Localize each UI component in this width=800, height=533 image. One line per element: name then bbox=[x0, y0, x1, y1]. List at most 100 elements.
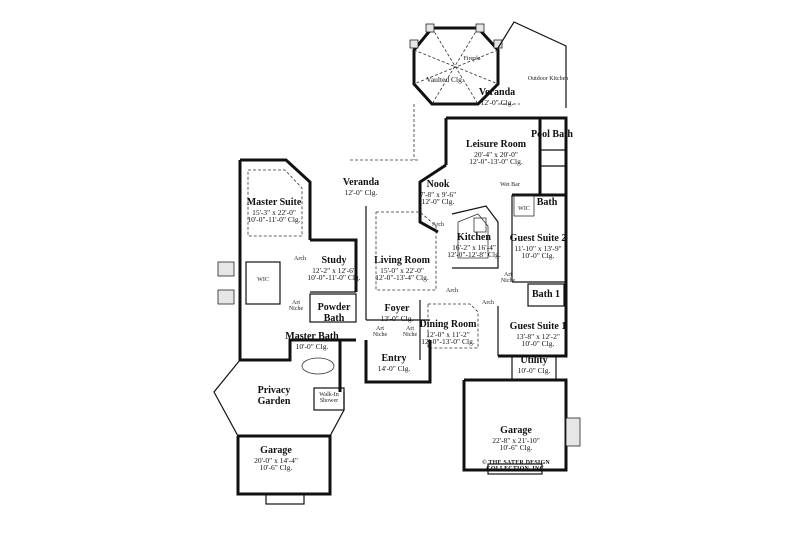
room-privacy-garden: Privacy Garden bbox=[249, 385, 299, 407]
room-dims: 15'-0" x 22'-0" bbox=[380, 265, 424, 275]
room-dims: 10'-0" Clg. bbox=[517, 365, 551, 375]
room-name: Guest Suite 2 bbox=[509, 233, 567, 244]
note-arch-study: Arch bbox=[294, 256, 306, 262]
room-name: Firepla bbox=[463, 56, 481, 62]
room-dims: 12'-2" x 12'-6" bbox=[312, 265, 356, 275]
veranda-top-outline bbox=[497, 21, 567, 108]
garage-small-outline bbox=[236, 434, 332, 505]
room-name: Nook bbox=[426, 179, 450, 190]
room-name: Bath 1 bbox=[531, 289, 561, 300]
note-text: Arch bbox=[432, 222, 444, 228]
room-clg: 12'-0"-13'-0" Clg. bbox=[469, 157, 523, 167]
note-text: Arch bbox=[294, 256, 306, 262]
room-clg: 10'-0" Clg. bbox=[521, 251, 555, 261]
note-text: Arch bbox=[482, 300, 494, 306]
room-kitchen: Kitchen 16'-2" x 16'-4" 12'-0"-12'-8" Cl… bbox=[447, 232, 501, 260]
room-name: Entry bbox=[381, 353, 407, 364]
room-name: WIC bbox=[518, 206, 530, 212]
room-name: Bath bbox=[536, 197, 558, 208]
room-wet-bar: Wet Bar bbox=[500, 182, 520, 188]
room-name: Privacy Garden bbox=[257, 385, 291, 407]
note-walk-in-shower: Walk-In Shower bbox=[314, 392, 344, 405]
room-bath-top: Bath bbox=[536, 197, 558, 209]
room-wic: WIC bbox=[257, 277, 269, 283]
credit-line-2: COLLECTION, INC. bbox=[486, 466, 546, 473]
note-text: Arch bbox=[446, 288, 458, 294]
room-leisure: Leisure Room 20'-4" x 20'-0" 12'-0"-13'-… bbox=[465, 139, 527, 167]
room-wic-2: WIC bbox=[518, 206, 530, 212]
room-utility: Utility 10'-0" Clg. bbox=[517, 355, 551, 375]
room-guest-suite-1: Guest Suite 1 13'-8" x 12'-2" 10'-0" Clg… bbox=[509, 321, 567, 348]
room-vaulted: Vaulted Clg. bbox=[426, 76, 464, 84]
room-fireplace: Firepla bbox=[464, 56, 481, 62]
note-niche-2: Art Niche bbox=[401, 326, 419, 339]
room-entry: Entry 14'-0" Clg. bbox=[377, 353, 411, 373]
note-text: Art Niche bbox=[402, 326, 418, 339]
garage-main-outline bbox=[462, 378, 581, 475]
room-foyer: Foyer 13'-0" Clg. bbox=[380, 303, 414, 323]
room-dims: 11'-10" x 13'-9" bbox=[514, 243, 562, 253]
room-dims: 15'-3" x 22'-0" bbox=[252, 207, 296, 217]
room-name: Guest Suite 1 bbox=[509, 321, 567, 332]
room-dims: 14'-0" Clg. bbox=[377, 363, 411, 373]
room-clg: 12'-0"-12'-8" Clg. bbox=[447, 250, 501, 260]
room-name: Living Room bbox=[374, 255, 430, 266]
room-name: Wet Bar bbox=[500, 182, 520, 188]
room-powder-bath: Powder Bath bbox=[312, 302, 356, 324]
note-text: Art Niche bbox=[288, 300, 304, 313]
room-clg: 10'-6" Clg. bbox=[259, 463, 293, 473]
room-name: Veranda bbox=[342, 177, 380, 188]
note-arch-kitchen: Arch bbox=[446, 288, 458, 294]
room-name: Dining Room bbox=[419, 319, 477, 330]
room-name: Master Bath bbox=[285, 331, 339, 342]
room-study: Study 12'-2" x 12'-6" 10'-0"-11'-0" Clg. bbox=[307, 255, 361, 283]
room-name: Study bbox=[321, 255, 347, 266]
room-clg: 12'-0"-13'-0" Clg. bbox=[421, 337, 475, 347]
room-dims: 12'-0" x 11'-2" bbox=[426, 329, 470, 339]
house-walls bbox=[217, 116, 568, 411]
room-name: Master Suite bbox=[246, 197, 302, 208]
note-niche-1: Art Niche bbox=[371, 326, 389, 339]
room-name: Powder Bath bbox=[317, 302, 351, 324]
room-clg: 10'-6" Clg. bbox=[499, 443, 533, 453]
note-niche-4: Art Niche bbox=[287, 300, 305, 313]
room-dims: 22'-8" x 21'-10" bbox=[492, 435, 540, 445]
room-nook: Nook 7'-8" x 9'-6" 12'-0" Clg. bbox=[420, 179, 456, 207]
room-garage-main: Garage 22'-8" x 21'-10" 10'-6" Clg. bbox=[492, 425, 540, 453]
room-veranda-mid: Veranda 12'-0" Clg. bbox=[342, 177, 380, 197]
note-text: Art Niche bbox=[372, 326, 388, 339]
room-master-suite: Master Suite 15'-3" x 22'-0" 10'-0"-11'-… bbox=[246, 197, 302, 225]
room-name: Kitchen bbox=[457, 232, 491, 243]
vaulted-pavilion bbox=[409, 23, 503, 106]
room-garage-small: Garage 20'-0" x 14'-4" 10'-6" Clg. bbox=[254, 445, 298, 473]
credit-line-1: © THE SATER DESIGN bbox=[482, 460, 550, 466]
note-arch-hall: Arch bbox=[482, 300, 494, 306]
room-dims: 20'-0" x 14'-4" bbox=[254, 455, 298, 465]
room-name: Leisure Room bbox=[465, 139, 527, 150]
room-clg: 10'-0"-11'-0" Clg. bbox=[307, 273, 361, 283]
room-name: Veranda bbox=[478, 87, 516, 98]
note-arch-nook: Arch bbox=[432, 222, 444, 228]
room-name: Utility bbox=[520, 355, 548, 366]
room-name: Garage bbox=[260, 445, 292, 456]
room-clg: 10'-0"-11'-0" Clg. bbox=[247, 215, 301, 225]
room-dims: 12'-0" Clg. bbox=[344, 187, 378, 197]
note-text: Walk-In Shower bbox=[319, 392, 339, 405]
room-clg: 12'-0" Clg. bbox=[421, 197, 455, 207]
room-dims: 12'-0" Clg. bbox=[480, 97, 514, 107]
room-name: Garage bbox=[500, 425, 532, 436]
room-name: Foyer bbox=[384, 303, 410, 314]
room-dims: 13'-8" x 12'-2" bbox=[516, 331, 560, 341]
room-name: Outdoor Kitchen bbox=[527, 76, 569, 82]
room-dims: 13'-0" Clg. bbox=[380, 313, 414, 323]
room-veranda-top: Veranda 12'-0" Clg. bbox=[478, 87, 516, 107]
room-living: Living Room 15'-0" x 22'-0" 12'-0"-13'-4… bbox=[374, 255, 430, 282]
room-guest-suite-2: Guest Suite 2 11'-10" x 13'-9" 10'-0" Cl… bbox=[509, 233, 567, 261]
room-bath-1: Bath 1 bbox=[531, 289, 561, 301]
room-dims: 20'-4" x 20'-0" bbox=[474, 149, 518, 159]
note-niche-3: Art Niche bbox=[499, 272, 517, 285]
room-name: WIC bbox=[257, 277, 269, 283]
room-master-bath: Master Bath 10'-0" Clg. bbox=[285, 331, 339, 350]
room-dining: Dining Room 12'-0" x 11'-2" 12'-0"-13'-0… bbox=[419, 319, 477, 347]
